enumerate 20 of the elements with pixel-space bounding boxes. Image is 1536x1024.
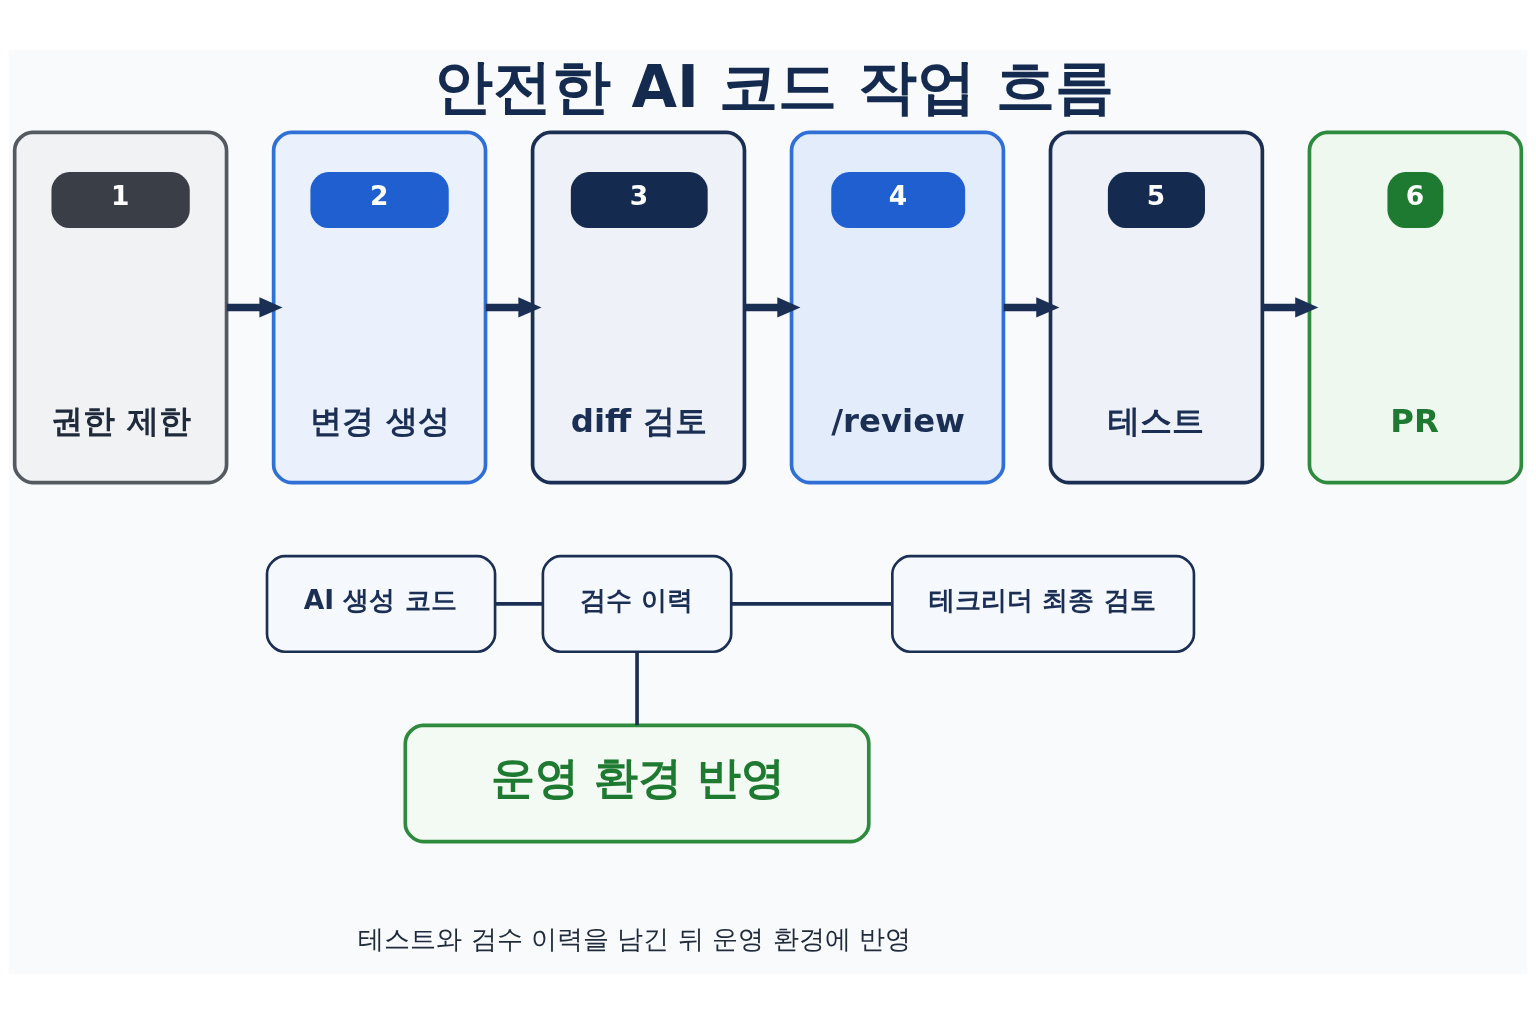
node-box: 5 테스트	[1048, 130, 1265, 485]
node-box: 4 /review	[789, 130, 1006, 485]
node-box: 6 PR	[1307, 130, 1524, 485]
node-box: 2 변경 생성	[271, 130, 488, 485]
arrow	[1262, 297, 1319, 318]
arrow	[226, 297, 283, 318]
caption: 테스트와 검수 이력을 남긴 뒤 운영 환경에 반영	[358, 923, 912, 955]
node-box: 테크리더 최종 검토	[891, 554, 1196, 654]
node-box: AI 생성 코드	[265, 554, 497, 654]
node-box: 3 diff 검토	[530, 130, 747, 485]
node-box: 운영 환경 반영	[403, 723, 871, 844]
node-box: 1 권한 제한	[12, 130, 229, 485]
arrow	[1003, 297, 1060, 318]
arrow	[744, 297, 801, 318]
node-box: 검수 이력	[541, 554, 733, 654]
connector	[635, 651, 639, 726]
arrow	[485, 297, 542, 318]
connector	[495, 602, 543, 606]
diagram-title: 안전한 AI 코드 작업 흐름	[434, 52, 1115, 122]
connector	[731, 602, 893, 606]
